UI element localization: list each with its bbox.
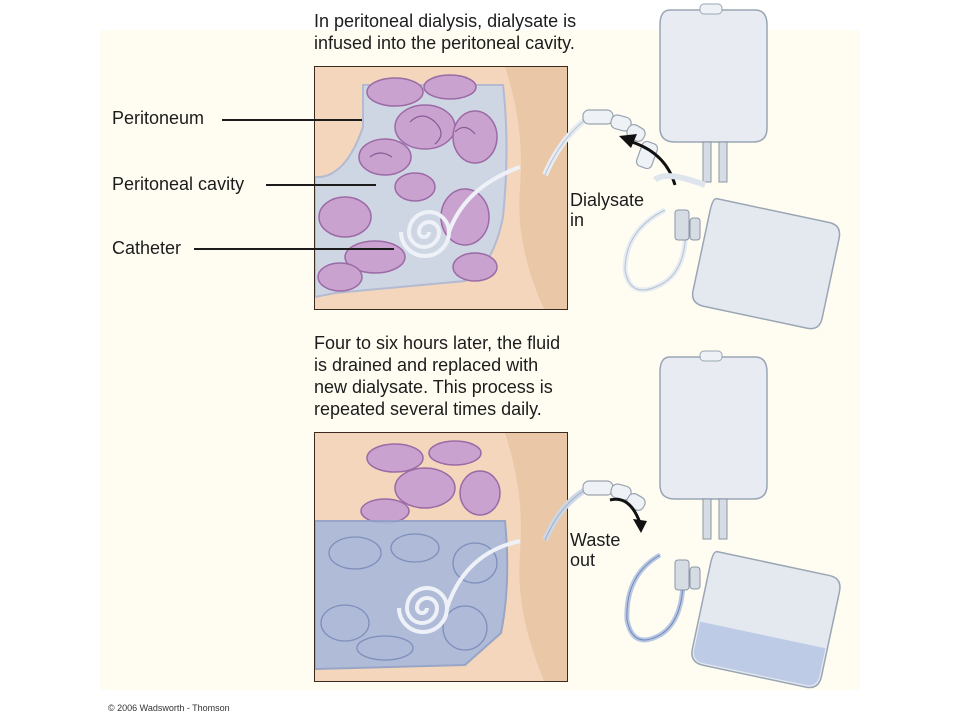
dialysis-bags-drainage xyxy=(542,350,841,689)
panel-infusion xyxy=(314,66,568,310)
abdomen-illustration-infusion xyxy=(315,67,567,309)
leader-peritoneum xyxy=(222,119,362,121)
label-waste-out: Waste out xyxy=(570,530,621,570)
leader-catheter xyxy=(194,248,394,250)
copyright-notice: © 2006 Wadsworth - Thomson xyxy=(108,703,230,713)
label-peritoneal-cavity: Peritoneal cavity xyxy=(112,174,245,194)
label-dialysate-in: Dialysate in xyxy=(570,190,645,230)
caption-top: In peritoneal dialysis, dialysate is inf… xyxy=(314,11,577,53)
label-peritoneum: Peritoneum xyxy=(112,108,205,128)
leader-peritoneal-cavity xyxy=(266,184,376,186)
label-catheter: Catheter xyxy=(112,238,182,258)
caption-bottom: Four to six hours later, the fluid is dr… xyxy=(314,333,561,419)
abdomen-illustration-drainage xyxy=(315,433,567,681)
dialysis-bags-infusion xyxy=(542,3,841,330)
panel-drainage xyxy=(314,432,568,682)
